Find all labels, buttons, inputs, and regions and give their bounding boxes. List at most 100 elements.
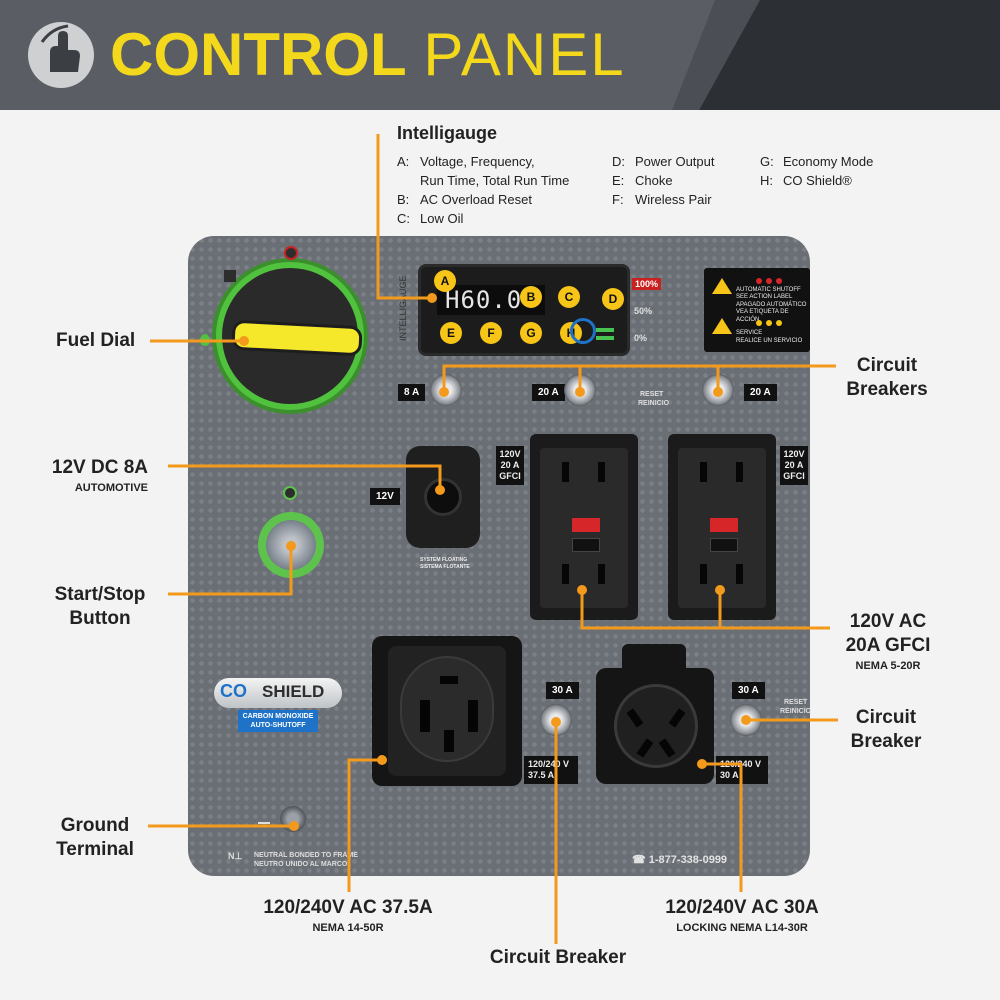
legend-item: H:CO Shield® xyxy=(760,173,852,188)
fuel-off-icon xyxy=(284,246,298,260)
gfci-outlet-right[interactable] xyxy=(668,434,776,620)
support-phone: ☎ 1-877-338-0999 xyxy=(632,854,728,866)
breaker-20a-right[interactable] xyxy=(702,374,734,406)
gfci-reset-button[interactable] xyxy=(710,538,738,552)
legend-item: D:Power Output xyxy=(612,154,715,169)
status-dot-red xyxy=(766,278,772,284)
gfci-face xyxy=(678,448,766,608)
page-title: CONTROL PANEL xyxy=(110,20,626,90)
co-shield-pill xyxy=(214,678,342,708)
fuel-can-icon xyxy=(224,270,236,282)
marker-b: B xyxy=(520,286,542,308)
warn-line-3: APAGADO AUTOMÁTICO xyxy=(736,302,807,308)
reset-label-right: RESET xyxy=(784,699,808,706)
floating-label-1: SYSTEM FLOATING xyxy=(420,557,468,563)
gfci-test-button[interactable] xyxy=(710,518,738,532)
ground-terminal[interactable] xyxy=(280,806,306,832)
status-dot-red xyxy=(756,278,762,284)
hand-touch-icon xyxy=(28,22,94,88)
legend-item: F:Wireless Pair xyxy=(612,192,712,207)
legend-item: B:AC Overload Reset xyxy=(397,192,532,207)
reset-label: RESET xyxy=(640,391,664,398)
header-band-front xyxy=(0,0,715,110)
outlet-slot xyxy=(636,738,654,758)
outlet-slot xyxy=(598,462,605,482)
outlet-slot xyxy=(420,700,430,732)
title-bold: CONTROL xyxy=(110,21,407,88)
dc-12v-label: 12V xyxy=(370,488,400,505)
outlet-slot xyxy=(468,700,478,732)
neutral-icon: N⊥ xyxy=(228,851,243,861)
breaker-30a-left[interactable] xyxy=(540,704,572,736)
amp-label-30a: 30 A xyxy=(546,682,579,699)
legend-item: E:Choke xyxy=(612,173,673,188)
callout-breaker-bottom: Circuit Breaker xyxy=(489,947,627,968)
callout-start-stop: Start/Stop Button xyxy=(54,584,146,629)
amp-label-20a: 20 A xyxy=(532,384,565,401)
outlet-slot xyxy=(700,564,707,584)
outlet-l14-30r[interactable] xyxy=(596,668,714,784)
power-100-label: 100% xyxy=(632,278,662,290)
warn-line-5: SERVICE xyxy=(736,330,763,336)
outlet-slot xyxy=(444,730,454,752)
gfci-outlet-left[interactable] xyxy=(530,434,638,620)
co-shield-co: CO xyxy=(220,681,247,701)
power-bar xyxy=(596,336,614,340)
status-dot-red xyxy=(776,278,782,284)
co-shield-name: SHIELD xyxy=(262,682,325,701)
warning-icon xyxy=(712,278,732,294)
marker-c: C xyxy=(558,286,580,308)
amp-label-30b: 30 A xyxy=(732,682,765,699)
outlet-cover[interactable] xyxy=(622,644,686,670)
outlet-slot xyxy=(626,708,644,728)
outlet-slot xyxy=(440,676,458,684)
outlet-slot xyxy=(562,564,569,584)
outlet-slot xyxy=(598,564,605,584)
outlet-slot xyxy=(736,564,743,584)
breaker-8a[interactable] xyxy=(430,374,462,406)
marker-f: F xyxy=(480,322,502,344)
marker-g: G xyxy=(520,322,542,344)
callout-breaker-right: Circuit Breaker xyxy=(850,707,922,752)
marker-a: A xyxy=(434,270,456,292)
legend-item: G:Economy Mode xyxy=(760,154,874,169)
legend-item: A:Voltage, Frequency, xyxy=(397,154,535,169)
intelligauge-side-label: INTELLIGAUGE xyxy=(398,275,408,341)
ground-symbol-icon xyxy=(258,812,270,824)
gfci-face xyxy=(540,448,628,608)
legend-item: Run Time, Total Run Time xyxy=(420,173,570,188)
amp-label-20b: 20 A xyxy=(744,384,777,401)
dc-12v-receptacle[interactable] xyxy=(424,478,462,516)
breaker-20a-left[interactable] xyxy=(564,374,596,406)
dc-12v-socket[interactable] xyxy=(406,446,480,548)
fuel-on-icon xyxy=(200,334,210,346)
marker-e: E xyxy=(440,322,462,344)
legend-col-2: D:Power Output E:Choke F:Wireless Pair xyxy=(612,152,715,209)
outlet-14-50r[interactable] xyxy=(372,636,522,786)
start-indicator-icon xyxy=(283,486,297,500)
outlet-slot xyxy=(658,738,676,758)
outlet-slot xyxy=(736,462,743,482)
neutral-label-2: NEUTRO UNIDO AL MARCO xyxy=(254,861,348,868)
breaker-30a-right[interactable] xyxy=(730,704,762,736)
phone-help-icon: ☎ xyxy=(632,854,649,866)
shutoff-warning-label: AUTOMATIC SHUTOFF SEE ACTION LABEL APAGA… xyxy=(704,268,810,352)
warn-line-4: VEA ETIQUETA DE ACCIÓN xyxy=(736,309,789,323)
legend-item: C:Low Oil xyxy=(397,211,464,226)
callout-ground: Ground Terminal xyxy=(56,815,134,860)
start-stop-button[interactable] xyxy=(266,520,316,570)
title-light: PANEL xyxy=(423,21,626,88)
gfci-test-button[interactable] xyxy=(572,518,600,532)
outlet-slot xyxy=(562,462,569,482)
gfci-reset-button[interactable] xyxy=(572,538,600,552)
outlet-plate xyxy=(388,646,506,776)
legend-col-3: G:Economy Mode H:CO Shield® xyxy=(760,152,873,190)
reinicio-label-right: REINICIO xyxy=(780,708,812,715)
callout-gfci: 120V AC 20A GFCI NEMA 5-20R xyxy=(845,611,931,672)
